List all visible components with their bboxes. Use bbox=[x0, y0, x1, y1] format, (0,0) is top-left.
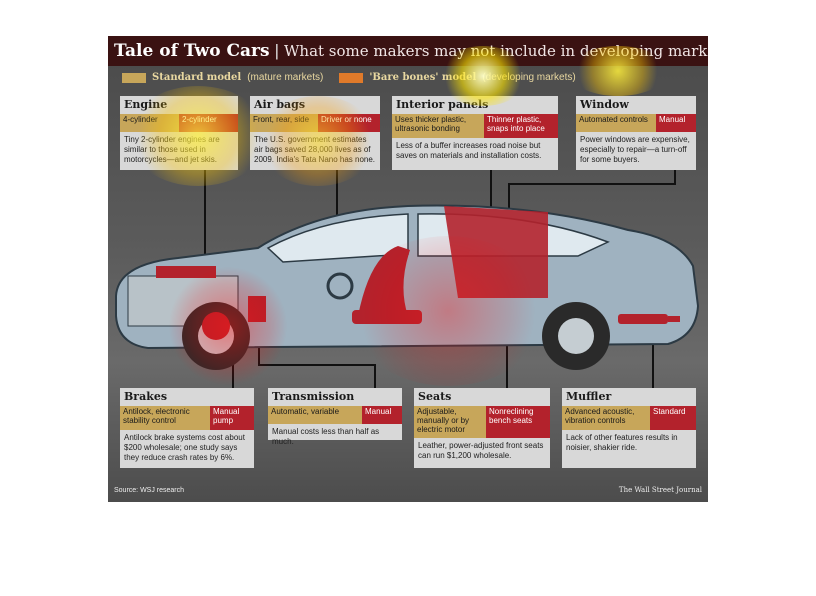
interior-row: Uses thicker plastic, ultrasonic bonding… bbox=[392, 114, 558, 138]
window-leader-h bbox=[508, 183, 676, 185]
infographic-subtitle: What some makers may not include in deve… bbox=[283, 42, 708, 60]
seats-leader bbox=[506, 322, 508, 388]
brakes-title: Brakes bbox=[124, 390, 168, 403]
muffler-row: Advanced acoustic, vibration controls St… bbox=[562, 406, 696, 430]
legend-bare-note: (developing markets) bbox=[482, 72, 576, 83]
window-leader-v bbox=[674, 170, 676, 184]
exhaust-tip bbox=[668, 316, 680, 322]
muffler-title: Muffler bbox=[566, 390, 612, 403]
airbags-title: Air bags bbox=[254, 98, 306, 111]
seats-box: Seats Adjustable, manually or by electri… bbox=[414, 388, 550, 468]
brakes-box: Brakes Antilock, electronic stability co… bbox=[120, 388, 254, 468]
muffler-box: Muffler Advanced acoustic, vibration con… bbox=[562, 388, 696, 468]
transmission-standard: Automatic, variable bbox=[268, 406, 362, 424]
seats-note: Leather, power-adjusted front seats can … bbox=[418, 441, 544, 460]
window-bare: Manual bbox=[656, 114, 696, 132]
seats-standard: Adjustable, manually or by electric moto… bbox=[414, 406, 486, 438]
muffler-leader bbox=[652, 322, 654, 388]
window-standard: Automated controls bbox=[576, 114, 656, 132]
window-row: Automated controls Manual bbox=[576, 114, 696, 132]
seats-row: Adjustable, manually or by electric moto… bbox=[414, 406, 550, 438]
transmission-row: Automatic, variable Manual bbox=[268, 406, 402, 424]
legend-standard-swatch bbox=[122, 72, 146, 83]
front-window bbox=[266, 213, 409, 263]
engine-title: Engine bbox=[124, 98, 168, 111]
muffler-note: Lack of other features results in noisie… bbox=[566, 433, 678, 452]
credit-line: The Wall Street Journal bbox=[618, 486, 702, 494]
infographic-title: Tale of Two Cars bbox=[114, 41, 270, 61]
airbags-note: The U.S. government estimates air bags s… bbox=[254, 135, 376, 164]
window-leader-drop bbox=[508, 183, 510, 227]
muffler-highlight bbox=[618, 314, 668, 324]
interior-panel-highlight bbox=[444, 206, 548, 298]
legend-bare-swatch bbox=[339, 72, 364, 83]
brakes-standard: Antilock, electronic stability control bbox=[120, 406, 210, 430]
transmission-box: Transmission Automatic, variable Manual … bbox=[268, 388, 402, 446]
seats-bare: Nonreclining bench seats bbox=[486, 406, 550, 438]
transmission-leader-drop bbox=[374, 364, 376, 388]
brakes-bare: Manual pump bbox=[210, 406, 254, 430]
transmission-title: Transmission bbox=[272, 390, 355, 403]
transmission-leader-h bbox=[258, 364, 376, 366]
transmission-bare: Manual bbox=[362, 406, 402, 424]
source-note: Source: WSJ research bbox=[114, 487, 185, 494]
front-seat bbox=[358, 246, 410, 316]
infographic: Tale of Two Cars | What some makers may … bbox=[108, 36, 708, 502]
title-separator: | bbox=[274, 41, 279, 60]
interior-title: Interior panels bbox=[396, 98, 489, 111]
car-illustration bbox=[115, 204, 700, 370]
window-title: Window bbox=[580, 98, 629, 111]
brakes-note: Antilock brake systems cost about $200 w… bbox=[124, 433, 245, 462]
seats-title: Seats bbox=[418, 390, 452, 403]
legend: Standard model (mature markets) 'Bare bo… bbox=[122, 72, 576, 83]
steering-wheel bbox=[326, 272, 354, 300]
airbags-standard: Front, rear, side bbox=[250, 114, 318, 132]
airbags-box: Air bags Front, rear, side Driver or non… bbox=[250, 96, 380, 170]
legend-standard-label: Standard model bbox=[152, 72, 242, 83]
engine-standard: 4-cylinder bbox=[120, 114, 179, 132]
legend-bare-label: 'Bare bones' model bbox=[369, 72, 477, 83]
transmission-highlight bbox=[248, 296, 266, 322]
interior-box: Interior panels Uses thicker plastic, ul… bbox=[392, 96, 558, 170]
muffler-standard: Advanced acoustic, vibration controls bbox=[562, 406, 650, 430]
legend-standard-note: (mature markets) bbox=[247, 72, 324, 83]
engine-box: Engine 4-cylinder 2-cylinder Tiny 2-cyli… bbox=[120, 96, 238, 170]
airbags-bare: Driver or none bbox=[318, 114, 380, 132]
engine-highlight bbox=[156, 266, 216, 278]
engine-bare: 2-cylinder bbox=[179, 114, 238, 132]
interior-bare: Thinner plastic, snaps into place bbox=[484, 114, 558, 138]
engine-leader bbox=[204, 170, 206, 266]
rear-hub bbox=[558, 318, 594, 354]
muffler-bare: Standard bbox=[650, 406, 696, 430]
airbags-row: Front, rear, side Driver or none bbox=[250, 114, 380, 132]
window-box: Window Automated controls Manual Power w… bbox=[576, 96, 696, 170]
brakes-row: Antilock, electronic stability control M… bbox=[120, 406, 254, 430]
transmission-note: Manual costs less than half as much. bbox=[272, 427, 380, 446]
interior-note: Less of a buffer increases road noise bu… bbox=[396, 141, 542, 160]
window-note: Power windows are expensive, especially … bbox=[580, 135, 690, 164]
brake-highlight bbox=[202, 312, 230, 340]
engine-row: 4-cylinder 2-cylinder bbox=[120, 114, 238, 132]
engine-note: Tiny 2-cylinder engines are similar to t… bbox=[124, 135, 220, 164]
interior-standard: Uses thicker plastic, ultrasonic bonding bbox=[392, 114, 484, 138]
seat-cushion bbox=[352, 310, 422, 324]
title-bar: Tale of Two Cars | What some makers may … bbox=[108, 36, 708, 66]
